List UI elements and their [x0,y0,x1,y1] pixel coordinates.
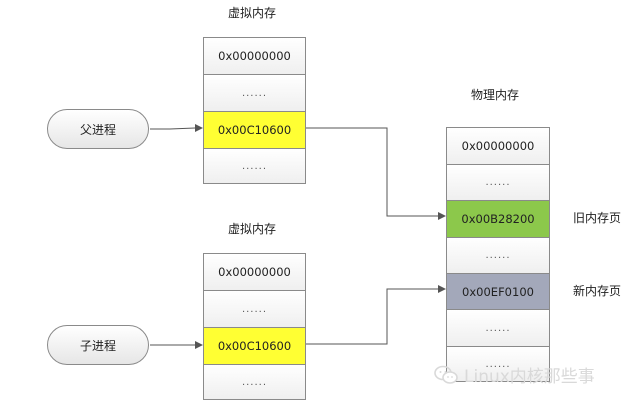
virtual-memory-bottom-title: 虚拟内存 [228,222,277,236]
virtual-memory-top: 0x00000000 ...... 0x00C10600 ...... [203,37,306,184]
physical-cell-5: ...... [447,309,549,346]
parent-process: 父进程 [47,109,149,149]
physical-memory-title: 物理内存 [471,88,520,102]
wechat-icon [434,365,458,384]
physical-cell-0: 0x00000000 [447,128,549,164]
virtual-top-cell-1: ...... [204,74,305,111]
arrow-parent-to-virtual [150,124,203,132]
virtual-memory-top-title: 虚拟内存 [228,6,277,20]
new-page-label: 新内存页 [573,284,622,298]
virtual-bottom-cell-1: ...... [204,290,305,327]
arrow-virtual-to-old-page [306,127,446,220]
physical-cell-6: ...... [447,346,549,381]
virtual-top-cell-0: 0x00000000 [204,38,305,74]
virtual-memory-bottom: 0x00000000 ...... 0x00C10600 ...... [203,253,306,400]
virtual-top-cell-mapped: 0x00C10600 [204,111,305,148]
child-process: 子进程 [47,325,149,365]
virtual-top-cell-3: ...... [204,148,305,183]
virtual-bottom-cell-mapped: 0x00C10600 [204,327,305,364]
virtual-bottom-cell-3: ...... [204,364,305,399]
old-page-label: 旧内存页 [573,211,622,225]
watermark-text: Linux内核那些事 [464,367,595,387]
physical-cell-old-page: 0x00B28200 [447,200,549,237]
physical-cell-3: ...... [447,237,549,273]
virtual-bottom-cell-0: 0x00000000 [204,254,305,290]
arrow-virtual-to-new-page [306,285,446,345]
watermark: Linux内核那些事 [434,362,595,387]
physical-cell-1: ...... [447,164,549,200]
physical-cell-new-page: 0x00EF0100 [447,273,549,309]
physical-memory: 0x00000000 ...... 0x00B28200 ...... 0x00… [446,127,550,382]
